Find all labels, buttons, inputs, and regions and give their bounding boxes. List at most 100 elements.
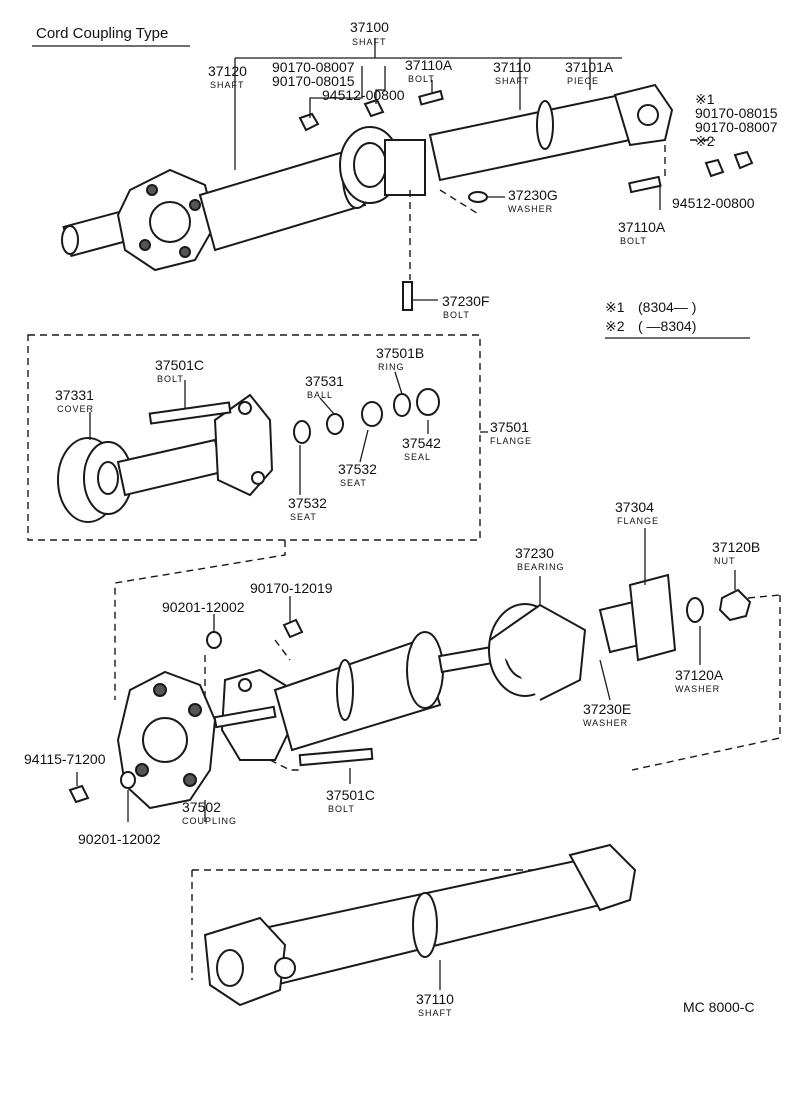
washer-icon bbox=[686, 597, 704, 623]
nut-icon bbox=[733, 150, 754, 170]
callout-number: 90170-08015 bbox=[272, 73, 355, 89]
callout-number: 90170-08015 bbox=[695, 105, 778, 121]
note-mark: ※1 bbox=[605, 299, 625, 315]
callout-number: 90170-08007 bbox=[695, 119, 778, 135]
callout-number: 37230F bbox=[442, 293, 489, 309]
callout-name: NUT bbox=[714, 556, 736, 566]
callout-number: 90170-08007 bbox=[272, 59, 355, 75]
callout-number: 90170-12019 bbox=[250, 580, 333, 596]
callout-number: 37501C bbox=[155, 357, 204, 373]
cord-coupling-37502 bbox=[116, 670, 217, 810]
callout-number: 94115-71200 bbox=[24, 751, 106, 767]
nut-icon bbox=[282, 618, 304, 639]
callout-number: 37110A bbox=[618, 219, 666, 235]
callout-number: 94512-00800 bbox=[672, 195, 755, 211]
catalog-code: MC 8000-C bbox=[683, 999, 755, 1015]
dash-right-lower bbox=[631, 595, 781, 771]
seat-icon bbox=[361, 401, 383, 427]
bolt-icon bbox=[402, 281, 413, 311]
diagram-title: Cord Coupling Type bbox=[36, 25, 168, 42]
callout-number: 37532 bbox=[288, 495, 327, 511]
bolt-icon bbox=[148, 401, 232, 425]
callout-name: SEAT bbox=[290, 512, 317, 522]
callout-name: FLANGE bbox=[617, 516, 659, 526]
callout-number: 90201-12002 bbox=[78, 831, 161, 847]
callout-number: 37230E bbox=[583, 701, 631, 717]
dash-bolt bbox=[269, 759, 300, 771]
callout-number: 37542 bbox=[402, 435, 441, 451]
callout-number: ※2 bbox=[695, 133, 715, 149]
callout-number: 37100 bbox=[350, 19, 389, 35]
universal-joint-yoke bbox=[613, 83, 674, 147]
callout-name: BOLT bbox=[157, 374, 184, 384]
dash-coupling-parts bbox=[204, 639, 291, 700]
lower-leaders bbox=[76, 528, 736, 822]
callout-number: 37120A bbox=[675, 667, 724, 683]
washer-icon bbox=[468, 191, 488, 203]
callout-name: SEAL bbox=[404, 452, 431, 462]
center-bearing-37230 bbox=[488, 603, 587, 701]
nut-icon bbox=[704, 158, 725, 178]
callout-number: 37532 bbox=[338, 461, 377, 477]
callout-number: 37120B bbox=[712, 539, 760, 555]
shaft-tube-lower bbox=[273, 631, 444, 752]
shaft-bracket-drops bbox=[519, 58, 591, 110]
callout-name: WASHER bbox=[675, 684, 720, 694]
seat-icon bbox=[293, 420, 311, 444]
callout-name: SHAFT bbox=[495, 76, 530, 86]
leader-washer-bolt bbox=[413, 196, 505, 301]
callout-name: WASHER bbox=[508, 204, 553, 214]
nut-icon bbox=[68, 784, 90, 804]
nut-icon bbox=[298, 112, 320, 132]
callout-name: BOLT bbox=[443, 310, 470, 320]
callout-number: 37110 bbox=[416, 991, 454, 1007]
ball-icon bbox=[326, 413, 344, 435]
callout-number: 90201-12002 bbox=[162, 599, 245, 615]
center-bearing-top bbox=[339, 126, 426, 204]
callout-number: ※1 bbox=[695, 91, 715, 107]
callout-name: BEARING bbox=[517, 562, 565, 572]
callout-number: 37230G bbox=[508, 187, 558, 203]
note-range: ( —8304) bbox=[638, 318, 696, 334]
callout-number: 37101A bbox=[565, 59, 614, 75]
callout-number: 37331 bbox=[55, 387, 94, 403]
flange-group-box bbox=[27, 334, 481, 541]
flange-37304 bbox=[598, 573, 677, 662]
callout-number: 37531 bbox=[305, 373, 344, 389]
washer-icon bbox=[206, 631, 222, 649]
bolt-icon bbox=[418, 89, 444, 106]
bolt-icon bbox=[298, 747, 374, 767]
flange-leaders bbox=[89, 371, 429, 495]
callout-name: SHAFT bbox=[418, 1008, 453, 1018]
callout-number: 37502 bbox=[182, 799, 221, 815]
front-cord-coupling bbox=[116, 168, 217, 272]
leader-nuts bbox=[309, 66, 386, 118]
callout-name: SHAFT bbox=[210, 80, 245, 90]
callout-name: RING bbox=[378, 362, 405, 372]
dash-bearing bbox=[409, 189, 481, 280]
bolt-icon bbox=[628, 175, 662, 194]
callout-name: SHAFT bbox=[352, 37, 387, 47]
note-mark: ※2 bbox=[605, 318, 625, 334]
callout-number: 37120 bbox=[208, 63, 247, 79]
cover-37331 bbox=[57, 437, 133, 523]
nut-icon bbox=[718, 588, 752, 622]
callout-name: BOLT bbox=[328, 804, 355, 814]
callout-name: COVER bbox=[57, 404, 94, 414]
bottom-shaft-37110 bbox=[203, 843, 637, 1007]
callout-name: COUPLING bbox=[182, 816, 237, 826]
callout-number: 37230 bbox=[515, 545, 554, 561]
stub-shaft-icon bbox=[213, 705, 277, 729]
nut-icon bbox=[363, 98, 385, 118]
callout-number: 37304 bbox=[615, 499, 654, 515]
seal-icon bbox=[416, 388, 440, 416]
callout-name: BOLT bbox=[620, 236, 647, 246]
ring-icon bbox=[393, 393, 411, 417]
callout-number: 37501 bbox=[490, 419, 529, 435]
callout-name: SEAT bbox=[340, 478, 367, 488]
callout-name: FLANGE bbox=[490, 436, 532, 446]
callout-number: 94512-00800 bbox=[322, 87, 405, 103]
flange-37501 bbox=[116, 393, 274, 497]
note-range: (8304— ) bbox=[638, 299, 696, 315]
